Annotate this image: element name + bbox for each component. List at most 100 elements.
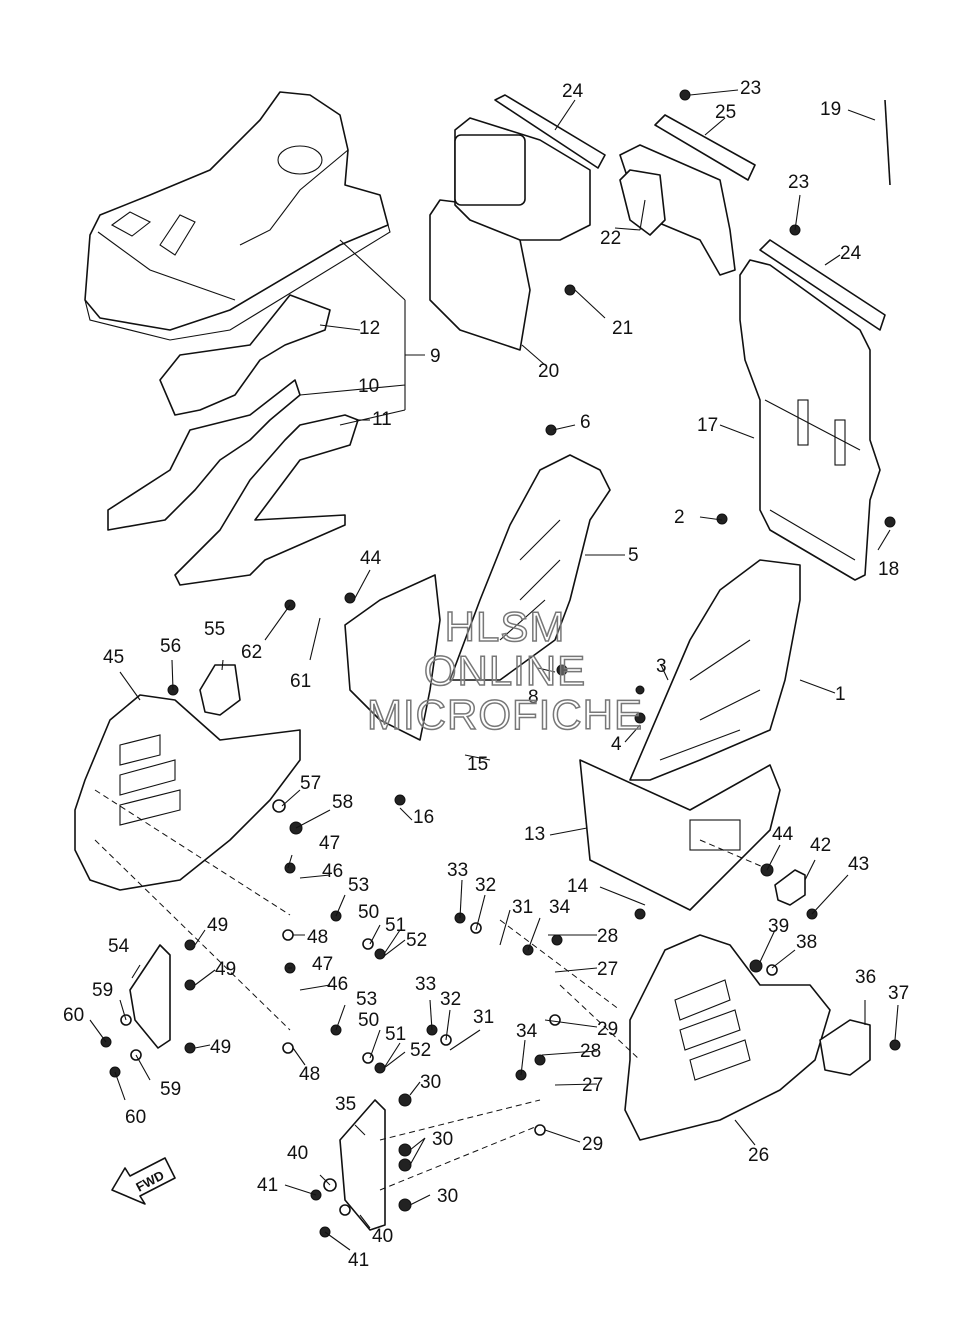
callout-52-upper: 52	[406, 930, 427, 951]
callout-55: 55	[204, 619, 225, 640]
callout-41-a: 41	[257, 1175, 278, 1196]
callout-5: 5	[628, 545, 639, 566]
right-rear-panel	[739, 239, 886, 581]
mounting-rods	[94, 789, 771, 1191]
callout-36: 36	[855, 967, 876, 988]
callout-24-right: 24	[840, 243, 862, 264]
center-side-panels	[344, 454, 801, 781]
left-lower-guard	[74, 694, 301, 891]
callout-21: 21	[612, 318, 633, 339]
callout-49-a: 49	[207, 915, 228, 936]
callout-10: 10	[358, 376, 379, 397]
callout-46-upper: 46	[322, 861, 343, 882]
callout-leader-lines	[89, 89, 899, 1251]
callout-9: 9	[430, 346, 441, 367]
callout-35: 35	[335, 1094, 356, 1115]
callout-51-upper: 51	[385, 915, 406, 936]
hlsm-watermark: HLSM ONLINE MICROFICHE	[340, 603, 670, 738]
callout-59-upper: 59	[92, 980, 113, 1001]
callout-33-lower: 33	[415, 974, 436, 995]
callout-44-upper: 44	[360, 548, 382, 569]
small-brackets	[199, 664, 871, 1076]
callout-52-lower: 52	[410, 1040, 431, 1061]
callout-18: 18	[878, 559, 899, 580]
callout-30-b: 30	[432, 1129, 453, 1150]
callout-46-lower: 46	[327, 974, 348, 995]
callout-30-c: 30	[437, 1186, 458, 1207]
callout-16: 16	[413, 807, 434, 828]
watermark-line-3: MICROFICHE	[366, 691, 643, 738]
callout-49-b: 49	[215, 959, 236, 980]
callout-19: 19	[820, 99, 841, 120]
callout-61: 61	[290, 671, 311, 692]
callout-15: 15	[467, 754, 488, 775]
callout-58: 58	[332, 792, 353, 813]
callout-41-b: 41	[348, 1250, 369, 1271]
callout-37: 37	[888, 983, 909, 1004]
callout-48-lower: 48	[299, 1064, 320, 1085]
callout-44-lower: 44	[772, 824, 794, 845]
callout-11: 11	[372, 409, 392, 430]
callout-40-b: 40	[372, 1226, 393, 1247]
callout-53-lower: 53	[356, 989, 377, 1010]
callout-56: 56	[160, 636, 181, 657]
callout-26: 26	[748, 1145, 769, 1166]
callout-23-top: 23	[740, 78, 761, 99]
callout-22: 22	[600, 228, 621, 249]
callout-29-upper: 29	[597, 1019, 618, 1040]
cable-tie	[884, 99, 891, 186]
callout-47-lower: 47	[312, 954, 333, 975]
callout-31-lower: 31	[473, 1007, 494, 1028]
callout-32-upper: 32	[475, 875, 496, 896]
callout-40-a: 40	[287, 1143, 308, 1164]
callout-50-upper: 50	[358, 902, 379, 923]
callout-34-lower: 34	[516, 1021, 538, 1042]
watermark-line-1: HLSM	[444, 603, 566, 650]
front-brackets	[129, 944, 386, 1231]
callout-2: 2	[674, 507, 685, 528]
callout-54: 54	[108, 936, 130, 957]
callout-42: 42	[810, 835, 831, 856]
callout-12: 12	[359, 318, 380, 339]
callout-43: 43	[848, 854, 869, 875]
callout-6: 6	[580, 412, 591, 433]
callout-27-lower: 27	[582, 1075, 603, 1096]
right-lower-guard	[624, 934, 831, 1141]
callout-59-lower: 59	[160, 1079, 181, 1100]
callout-1: 1	[835, 684, 846, 705]
callout-25: 25	[715, 102, 736, 123]
seat-cover-assembly	[84, 91, 391, 586]
callout-20: 20	[538, 361, 559, 382]
callout-60-upper: 60	[63, 1005, 84, 1026]
callout-53-upper: 53	[348, 875, 369, 896]
callout-8: 8	[528, 687, 539, 708]
callout-labels: 1 2 3 4 5 6 8 9 10 11 12 13 14 15 16 17 …	[63, 78, 909, 1271]
center-lower-panel	[579, 759, 781, 911]
watermark-line-2: ONLINE	[423, 647, 587, 694]
callout-14: 14	[567, 876, 589, 897]
callout-28-lower: 28	[580, 1041, 601, 1062]
callout-47-upper: 47	[319, 833, 340, 854]
callout-60-lower: 60	[125, 1107, 146, 1128]
callout-45: 45	[103, 647, 124, 668]
callout-49-c: 49	[210, 1037, 231, 1058]
callout-38: 38	[796, 932, 817, 953]
callout-39: 39	[768, 916, 789, 937]
callout-30-a: 30	[420, 1072, 441, 1093]
callout-51-lower: 51	[385, 1024, 406, 1045]
callout-13: 13	[524, 824, 545, 845]
rear-duct-assembly	[429, 94, 756, 351]
callout-62: 62	[241, 642, 262, 663]
callout-48-upper: 48	[307, 927, 328, 948]
callout-4: 4	[611, 734, 622, 755]
callout-29-lower: 29	[582, 1134, 603, 1155]
fasteners	[100, 89, 901, 1238]
callout-32-lower: 32	[440, 989, 461, 1010]
callout-17: 17	[697, 415, 718, 436]
callout-50-lower: 50	[358, 1010, 379, 1031]
callout-23-right: 23	[788, 172, 809, 193]
callout-27-upper: 27	[597, 959, 618, 980]
callout-33-upper: 33	[447, 860, 468, 881]
